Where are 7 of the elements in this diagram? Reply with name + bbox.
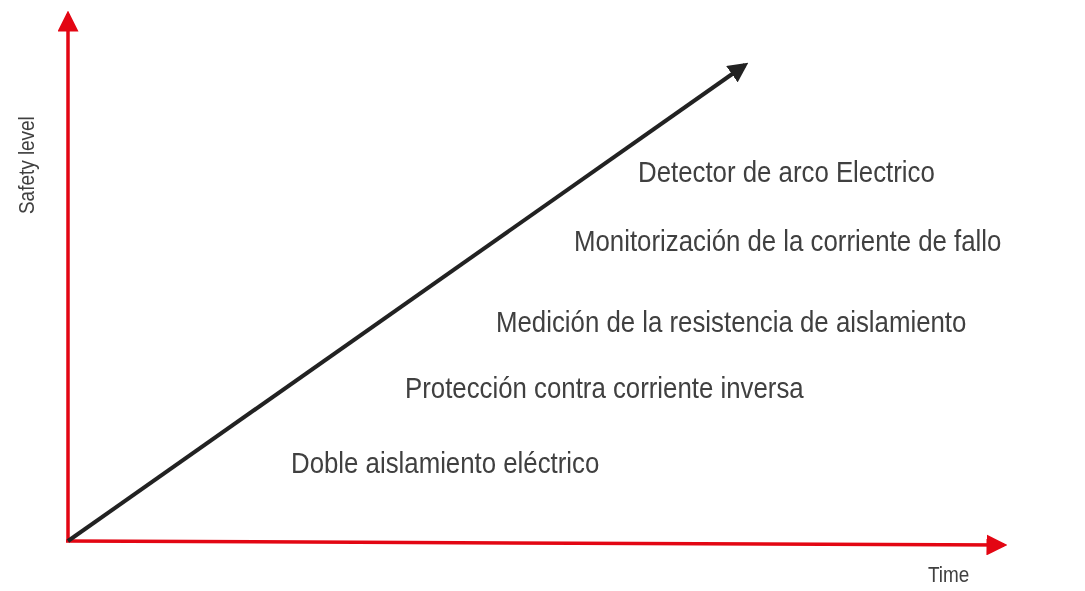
feature-label: Detector de arco Electrico [638, 155, 935, 189]
axis-label: Safety level [14, 116, 40, 214]
axis-label: Time [928, 562, 970, 588]
feature-label: Medición de la resistencia de aislamiento [496, 305, 967, 339]
feature-label: Doble aislamiento eléctrico [291, 446, 600, 480]
feature-label: Monitorización de la corriente de fallo [574, 224, 1002, 258]
feature-label: Protección contra corriente inversa [405, 371, 804, 405]
